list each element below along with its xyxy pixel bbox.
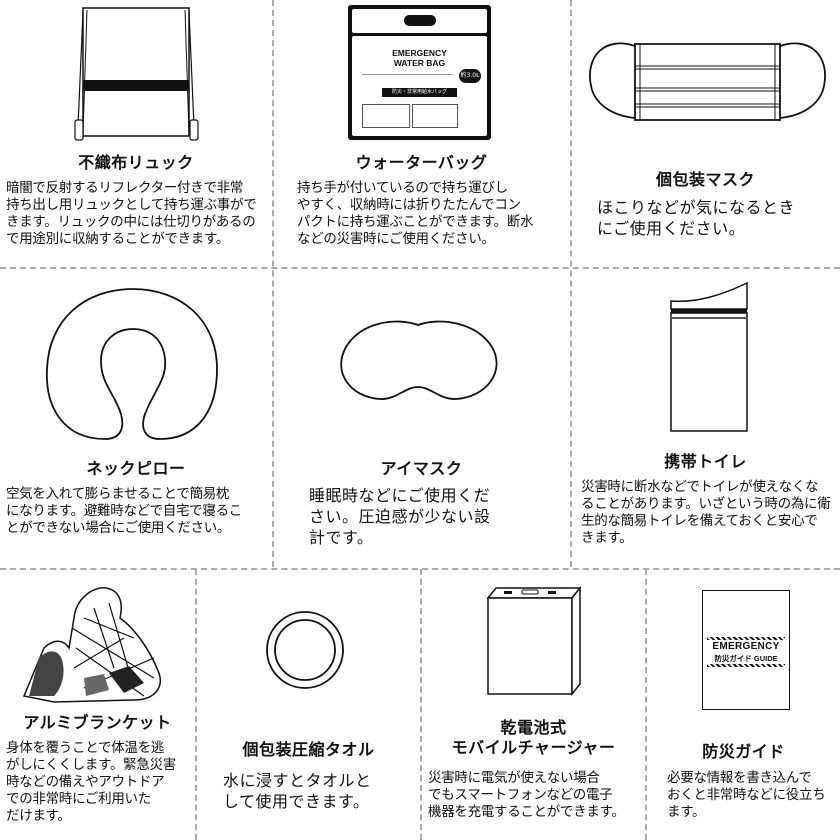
item-description: 持ち手が付いているので持ち運びし やすく、収納時には折りたたんでコン パクトに持… — [297, 180, 534, 247]
item-water-bag: EMERGENCY WATER BAG 約3.0L 防災・非常用給水バッグ ウォ… — [273, 0, 570, 267]
guide-book-image: EMERGENCY 防災ガイド GUIDE — [702, 590, 790, 710]
portable-toilet-icon — [670, 281, 748, 432]
item-title: 個包装マスク — [655, 170, 755, 189]
item-battery-charger: 乾電池式 モバイルチャージャー 災害時に電気が使えない場合 でもスマートフォンな… — [422, 570, 645, 840]
divider-row-1 — [0, 267, 840, 269]
item-description: 災害時に断水などでトイレが使えなくな ることがあります。いざという時の為に衛 生… — [581, 479, 831, 546]
item-description: 必要な情報を書き込んで おくと非常時などに役立ち ます。 — [667, 770, 826, 820]
guide-cover-line2: 防災ガイド GUIDE — [714, 654, 778, 663]
water-bag-label-line2: WATER BAG — [393, 58, 446, 68]
item-disaster-guide: EMERGENCY 防災ガイド GUIDE 防災ガイド 必要な情報を書き込んで … — [647, 570, 840, 840]
aluminum-blanket-icon — [22, 587, 161, 703]
battery-charger-icon — [486, 585, 582, 697]
item-portable-toilet: 携帯トイレ 災害時に断水などでトイレが使えなくな ることがあります。いざという時… — [571, 269, 840, 567]
water-bag-image: EMERGENCY WATER BAG 約3.0L 防災・非常用給水バッグ — [348, 5, 491, 140]
item-title: 携帯トイレ — [664, 452, 747, 471]
item-mask: 個包装マスク ほこりなどが気になるとき にご使用ください。 — [571, 0, 840, 267]
item-title: 乾電池式 モバイルチャージャー — [451, 718, 616, 757]
mask-icon — [589, 42, 826, 121]
item-title: アイマスク — [380, 459, 463, 478]
item-description: 水に浸すとタオルと して使用できます。 — [223, 771, 372, 811]
item-aluminum-blanket: アルミブランケット 身体を覆うことで体温を逃 がしにくくします。緊急災害 時など… — [0, 570, 195, 840]
item-title: ネックピロー — [86, 459, 186, 478]
eye-mask-icon — [340, 320, 498, 400]
item-title: ウォーターバッグ — [355, 153, 488, 172]
water-bag-capacity: 約3.0L — [459, 69, 481, 83]
item-description: 暗闇で反射するリフレクター付きで非常 持ち出し用リュックとして持ち運ぶ事がで き… — [6, 180, 257, 247]
item-backpack: 不織布リュック 暗闇で反射するリフレクター付きで非常 持ち出し用リュックとして持… — [0, 0, 272, 267]
guide-cover-line1: EMERGENCY — [712, 641, 780, 652]
item-eye-mask: アイマスク 睡眠時などにご使用くだ さい。圧迫感が少ない設 計です。 — [273, 269, 570, 567]
item-title: 不織布リュック — [78, 153, 194, 172]
item-title: 防災ガイド — [702, 742, 785, 761]
item-description: 災害時に電気が使えない場合 でもスマートフォンなどの電子 機器を充電することがで… — [428, 770, 625, 820]
item-title: アルミブランケット — [23, 713, 172, 732]
item-description: 睡眠時などにご使用くだ さい。圧迫感が少ない設 計です。 — [309, 486, 491, 547]
divider-col-1 — [272, 0, 274, 567]
item-description: ほこりなどが気になるとき にご使用ください。 — [597, 198, 796, 238]
item-neck-pillow: ネックピロー 空気を入れて膨らませることで簡易枕 になります。避難時などで自宅で… — [0, 269, 272, 567]
neck-pillow-icon — [46, 288, 218, 440]
item-compressed-towel: 個包装圧縮タオル 水に浸すとタオルと して使用できます。 — [197, 570, 420, 840]
divider-col-2 — [570, 0, 572, 567]
item-description: 身体を覆うことで体温を逃 がしにくくします。緊急災害 時などの備えやアウトドア … — [6, 740, 176, 824]
water-bag-band: 防災・非常用給水バッグ — [382, 88, 457, 97]
item-description: 空気を入れて膨らませることで簡易枕 になります。避難時などで自宅で寝るこ とがで… — [6, 486, 242, 536]
divider-col-4 — [420, 569, 422, 840]
divider-col-3 — [195, 569, 197, 840]
water-bag-label-line1: EMERGENCY — [392, 48, 447, 58]
item-title: 個包装圧縮タオル — [242, 740, 375, 759]
divider-col-5 — [645, 569, 647, 840]
compressed-towel-icon — [266, 611, 344, 689]
backpack-icon — [74, 7, 199, 141]
